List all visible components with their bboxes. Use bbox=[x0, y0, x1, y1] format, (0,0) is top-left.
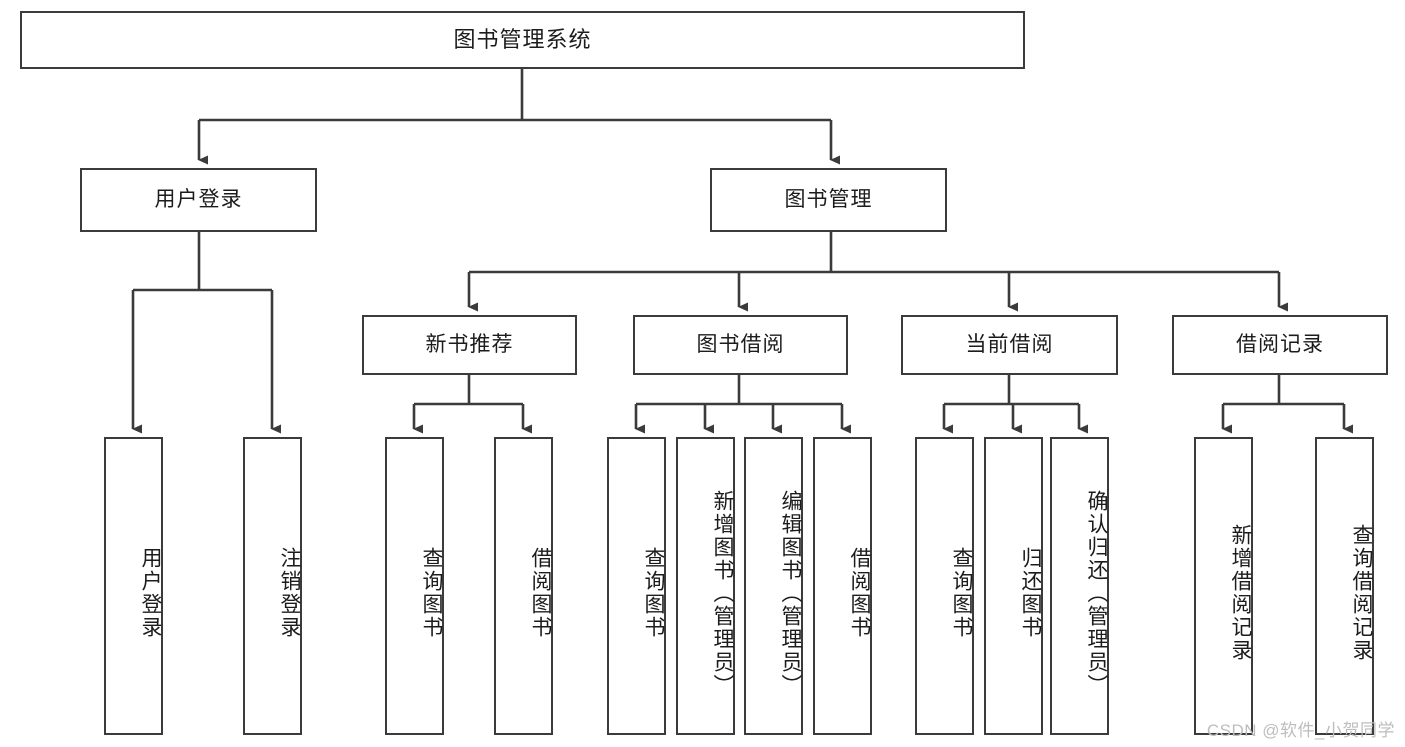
leaf-current-borrow-return[interactable]: 归还图书 bbox=[984, 437, 1043, 735]
watermark-text: CSDN @软件_小贺同学 bbox=[1206, 721, 1395, 740]
node-label: 图书管理系统 bbox=[453, 26, 592, 52]
node-label: 查询借阅记录 bbox=[1350, 524, 1373, 662]
node-user-login[interactable]: 用户登录 bbox=[80, 168, 317, 232]
leaf-book-borrow-add[interactable]: 新增图书（管理员） bbox=[676, 437, 735, 735]
leaf-book-borrow-query[interactable]: 查询图书 bbox=[607, 437, 666, 735]
node-book-management[interactable]: 图书管理 bbox=[710, 168, 947, 232]
node-label: 借阅图书 bbox=[848, 547, 871, 639]
leaf-user-login-login[interactable]: 用户登录 bbox=[104, 437, 163, 735]
node-label: 新增图书（管理员） bbox=[711, 489, 734, 697]
leaf-book-borrow-edit[interactable]: 编辑图书（管理员） bbox=[744, 437, 803, 735]
node-label: 用户登录 bbox=[154, 188, 243, 212]
node-label: 查询图书 bbox=[420, 547, 443, 639]
node-label: 新书推荐 bbox=[425, 333, 514, 357]
leaf-new-book-borrow[interactable]: 借阅图书 bbox=[494, 437, 553, 735]
leaf-current-borrow-query[interactable]: 查询图书 bbox=[915, 437, 974, 735]
node-label: 借阅记录 bbox=[1236, 333, 1324, 357]
node-label: 确认归还（管理员） bbox=[1085, 489, 1108, 697]
node-new-book-recommend[interactable]: 新书推荐 bbox=[362, 315, 577, 375]
node-current-borrow[interactable]: 当前借阅 bbox=[901, 315, 1118, 375]
node-root-book-management-system[interactable]: 图书管理系统 bbox=[20, 11, 1025, 69]
node-label: 用户登录 bbox=[139, 547, 162, 639]
node-label: 新增借阅记录 bbox=[1229, 524, 1252, 662]
leaf-user-login-logout[interactable]: 注销登录 bbox=[243, 437, 302, 735]
node-label: 编辑图书（管理员） bbox=[779, 489, 802, 697]
node-label: 当前借阅 bbox=[965, 333, 1054, 357]
node-book-borrow[interactable]: 图书借阅 bbox=[633, 315, 848, 375]
leaf-current-borrow-confirm-return[interactable]: 确认归还（管理员） bbox=[1050, 437, 1109, 735]
leaf-book-borrow-borrow[interactable]: 借阅图书 bbox=[813, 437, 872, 735]
node-label: 查询图书 bbox=[950, 547, 973, 639]
node-label: 借阅图书 bbox=[529, 547, 552, 639]
leaf-borrow-record-query[interactable]: 查询借阅记录 bbox=[1315, 437, 1374, 735]
leaf-new-book-query[interactable]: 查询图书 bbox=[385, 437, 444, 735]
node-borrow-record[interactable]: 借阅记录 bbox=[1172, 315, 1388, 375]
node-label: 图书管理 bbox=[784, 188, 873, 212]
node-label: 图书借阅 bbox=[696, 333, 785, 357]
leaf-borrow-record-add[interactable]: 新增借阅记录 bbox=[1194, 437, 1253, 735]
node-label: 注销登录 bbox=[278, 547, 301, 639]
node-label: 查询图书 bbox=[642, 547, 665, 639]
node-label: 归还图书 bbox=[1019, 547, 1042, 639]
